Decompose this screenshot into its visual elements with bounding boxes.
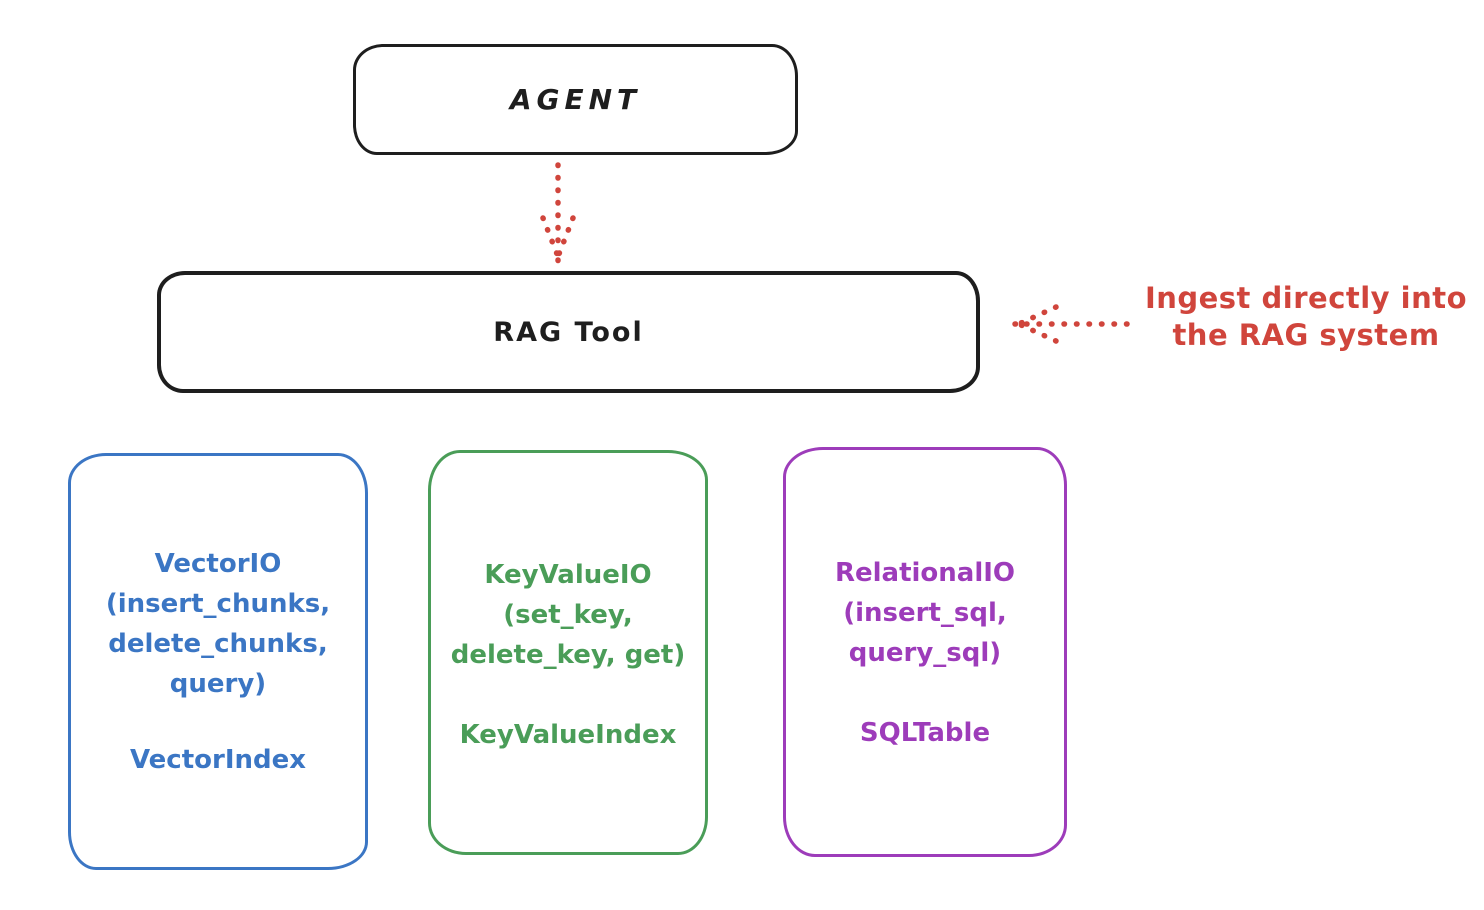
arrow-down-dotted-icon (540, 162, 576, 264)
relational-io-method-line: query_sql) (848, 638, 1002, 668)
keyvalue-index-label: KeyValueIndex (459, 720, 677, 750)
rag-tool-label: RAG Tool (493, 316, 644, 348)
vector-io-node: VectorIO (insert_chunks, delete_chunks, … (68, 453, 368, 870)
vector-index-label: VectorIndex (129, 745, 307, 775)
ingest-annotation: Ingest directly into the RAG system (1138, 280, 1474, 354)
relational-io-node: RelationalIO (insert_sql, query_sql) SQL… (783, 447, 1067, 857)
vector-io-title: VectorIO (154, 549, 282, 579)
vector-io-method-line: (insert_chunks, (105, 589, 331, 619)
keyvalue-io-method-line: (set_key, (503, 600, 633, 630)
sql-table-label: SQLTable (859, 718, 991, 748)
relational-io-title: RelationalIO (834, 558, 1016, 588)
arrow-left-dotted-icon (1012, 304, 1130, 344)
keyvalue-io-method-line: delete_key, get) (450, 640, 686, 670)
keyvalue-io-node: KeyValueIO (set_key, delete_key, get) Ke… (428, 450, 708, 855)
agent-label: AGENT (509, 83, 642, 116)
ingest-annotation-line1: Ingest directly into (1144, 281, 1468, 315)
vector-io-method-line: delete_chunks, (108, 629, 328, 659)
rag-tool-node: RAG Tool (157, 271, 980, 393)
keyvalue-io-title: KeyValueIO (484, 560, 652, 590)
vector-io-method-line: query) (169, 669, 267, 699)
ingest-annotation-line2: the RAG system (1172, 318, 1440, 352)
relational-io-method-line: (insert_sql, (843, 598, 1007, 628)
agent-node: AGENT (353, 44, 798, 155)
